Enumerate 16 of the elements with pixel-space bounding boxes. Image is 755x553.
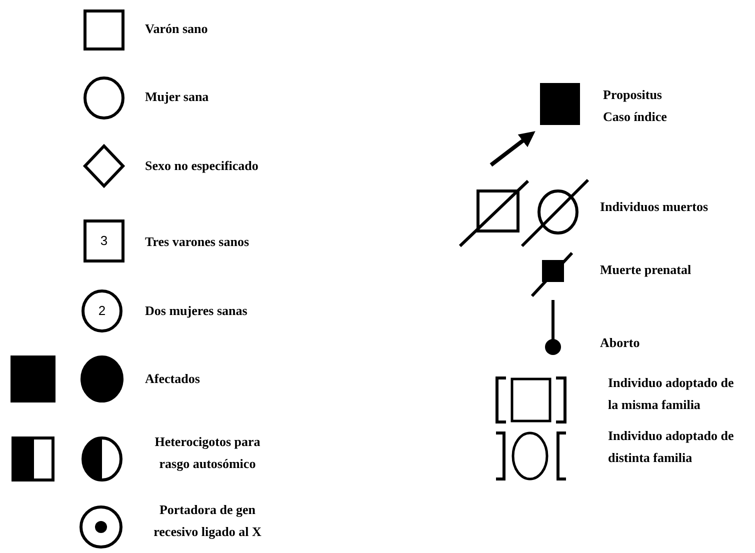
symbol-number: 3: [99, 232, 109, 250]
legend-label: Dos mujeres sanas: [145, 302, 248, 320]
legend-label: Heterocigotos para rasgo autosómico: [154, 433, 262, 473]
legend-label: Propositus Caso índice: [603, 86, 668, 126]
legend-label: Afectados: [145, 370, 200, 388]
legend-label: Aborto: [600, 334, 640, 352]
symbol-number: 2: [97, 302, 107, 320]
legend-label: Individuo adoptado de la misma familia: [608, 374, 735, 414]
legend-label: Individuos muertos: [600, 198, 708, 216]
legend-label: Individuo adoptado de distinta familia: [608, 427, 735, 467]
legend-label: Mujer sana: [145, 88, 209, 106]
legend-label: Muerte prenatal: [600, 261, 692, 279]
legend-label: Varón sano: [145, 20, 208, 38]
legend-label: Portadora de gen recesivo ligado al X: [152, 501, 262, 541]
legend-label: Tres varones sanos: [145, 233, 250, 251]
legend-label: Sexo no especificado: [145, 157, 258, 175]
